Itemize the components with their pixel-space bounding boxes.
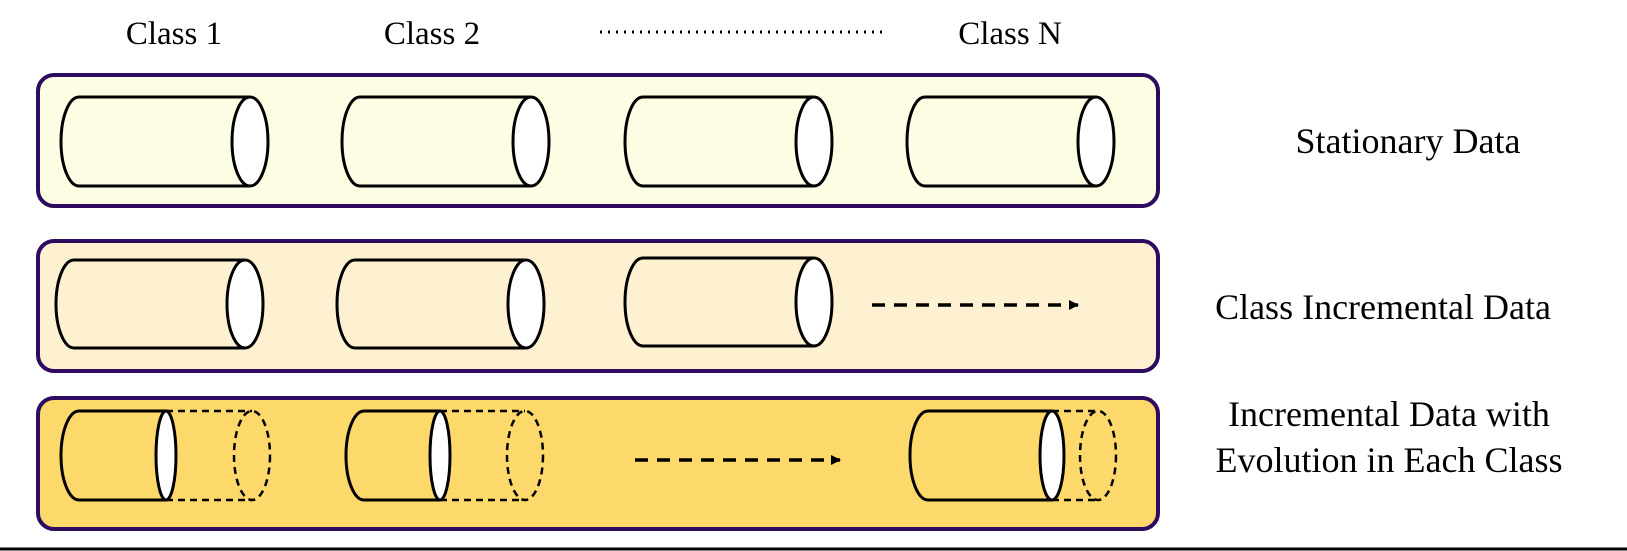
- cylinder: [623, 256, 834, 348]
- row-label-evolution-line-2: Evolution in Each Class: [1216, 440, 1563, 480]
- row-label-class-incremental: Class Incremental Data: [1215, 287, 1551, 327]
- cylinder: [59, 95, 270, 188]
- cylinder: [340, 95, 551, 188]
- row-frame-stationary: [36, 73, 1160, 208]
- evolving-cylinder: [344, 409, 545, 502]
- row-label-evolution-line-1: Incremental Data with: [1228, 394, 1550, 434]
- header-class-1: Class 1: [126, 16, 222, 52]
- row-frame-evolution: [36, 396, 1160, 531]
- header-class-n: Class N: [958, 16, 1062, 52]
- evolving-cylinder: [908, 409, 1118, 502]
- header-class-2: Class 2: [384, 16, 480, 52]
- row-label-stationary: Stationary Data: [1296, 121, 1521, 161]
- evolving-cylinder: [59, 409, 272, 502]
- cylinder: [54, 258, 265, 350]
- cylinder: [623, 95, 834, 188]
- cylinder: [335, 258, 546, 350]
- row-frame-class-incremental: [36, 239, 1160, 373]
- cylinder: [905, 95, 1116, 188]
